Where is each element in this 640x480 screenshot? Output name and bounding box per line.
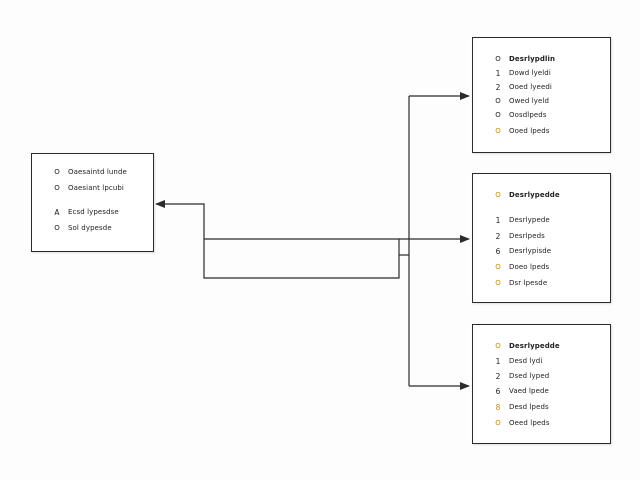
list-label: Ooed lyeedi: [509, 83, 552, 91]
list-item: O Ooed lpeds: [473, 125, 610, 137]
list-item: 1 Desrlypede: [473, 214, 610, 226]
list-marker: O: [495, 191, 501, 199]
list-marker: 6: [495, 246, 501, 256]
list-item: O Oaesiant lpcubi: [32, 182, 153, 194]
list-marker: O: [495, 419, 501, 427]
list-marker: O: [54, 224, 60, 232]
list-marker: O: [495, 97, 501, 105]
list-marker: O: [54, 184, 60, 192]
list-marker: A: [54, 207, 60, 217]
list-label: Dsr lpesde: [509, 279, 548, 287]
list-label: Desrlpeds: [509, 232, 545, 240]
list-marker: O: [495, 111, 501, 119]
list-label: Oaesaintd lunde: [68, 168, 127, 176]
list-marker: 1: [495, 215, 501, 225]
list-item: 2 Desrlpeds: [473, 230, 610, 242]
list-marker: 8: [495, 402, 501, 412]
list-label: Dowd lyeldi: [509, 69, 551, 77]
list-item: O Desrlypedde: [473, 189, 610, 201]
list-item: 6 Desrlypisde: [473, 245, 610, 257]
list-item: A Ecsd lypesdse: [32, 206, 153, 218]
list-label: Oeed lpeds: [509, 419, 550, 427]
list-item: 2 Dsed lyped: [473, 370, 610, 382]
list-item: O Oaesaintd lunde: [32, 166, 153, 178]
list-label: Vaed lpede: [509, 387, 549, 395]
list-item: O Dsr lpesde: [473, 277, 610, 289]
list-item: O Desrlypdlin: [473, 53, 610, 65]
list-item: 1 Desd lydi: [473, 355, 610, 367]
list-item: O Desrlypedde: [473, 340, 610, 352]
list-label: Dsed lyped: [509, 372, 550, 380]
list-label: Oosdlpeds: [509, 111, 547, 119]
list-marker: 1: [495, 356, 501, 366]
list-label: Desrlypede: [509, 216, 550, 224]
list-item: O Oeed lpeds: [473, 417, 610, 429]
list-item: 1 Dowd lyeldi: [473, 67, 610, 79]
list-label: Owed lyeld: [509, 97, 549, 105]
list-item: 6 Vaed lpede: [473, 385, 610, 397]
list-item: O Sol dypesde: [32, 222, 153, 234]
list-item: 2 Ooed lyeedi: [473, 81, 610, 93]
list-marker: O: [495, 55, 501, 63]
list-marker: O: [495, 342, 501, 350]
list-label: Desrlypedde: [509, 191, 560, 199]
loop-connector: [203, 238, 400, 279]
list-label: Desrlypdlin: [509, 55, 556, 63]
list-marker: 6: [495, 386, 501, 396]
list-item: O Doeo lpeds: [473, 261, 610, 273]
list-marker: O: [495, 127, 501, 135]
arrow-to-source: [155, 200, 205, 239]
list-marker: 2: [495, 82, 501, 92]
list-label: Ecsd lypesdse: [68, 208, 119, 216]
list-marker: O: [495, 279, 501, 287]
list-label: Desd lpeds: [509, 403, 549, 411]
list-item: O Oosdlpeds: [473, 109, 610, 121]
list-item: 8 Desd lpeds: [473, 401, 610, 413]
target-box-3: O Desrlypedde 1 Desd lydi 2 Dsed lyped 6 Vaed l…: [472, 324, 611, 444]
list-marker: 2: [495, 231, 501, 241]
list-label: Oaesiant lpcubi: [68, 184, 124, 192]
list-label: Desrlypedde: [509, 342, 560, 350]
list-marker: O: [54, 168, 60, 176]
list-label: Desd lydi: [509, 357, 543, 365]
list-marker: 1: [495, 68, 501, 78]
list-item: O Owed lyeld: [473, 95, 610, 107]
target-box-2: O Desrlypedde 1 Desrlypede 2 Desrlpeds 6 Desrly…: [472, 173, 611, 303]
list-label: Desrlypisde: [509, 247, 552, 255]
list-label: Ooed lpeds: [509, 127, 550, 135]
list-label: Sol dypesde: [68, 224, 112, 232]
list-marker: 2: [495, 371, 501, 381]
list-label: Doeo lpeds: [509, 263, 550, 271]
list-marker: O: [495, 263, 501, 271]
